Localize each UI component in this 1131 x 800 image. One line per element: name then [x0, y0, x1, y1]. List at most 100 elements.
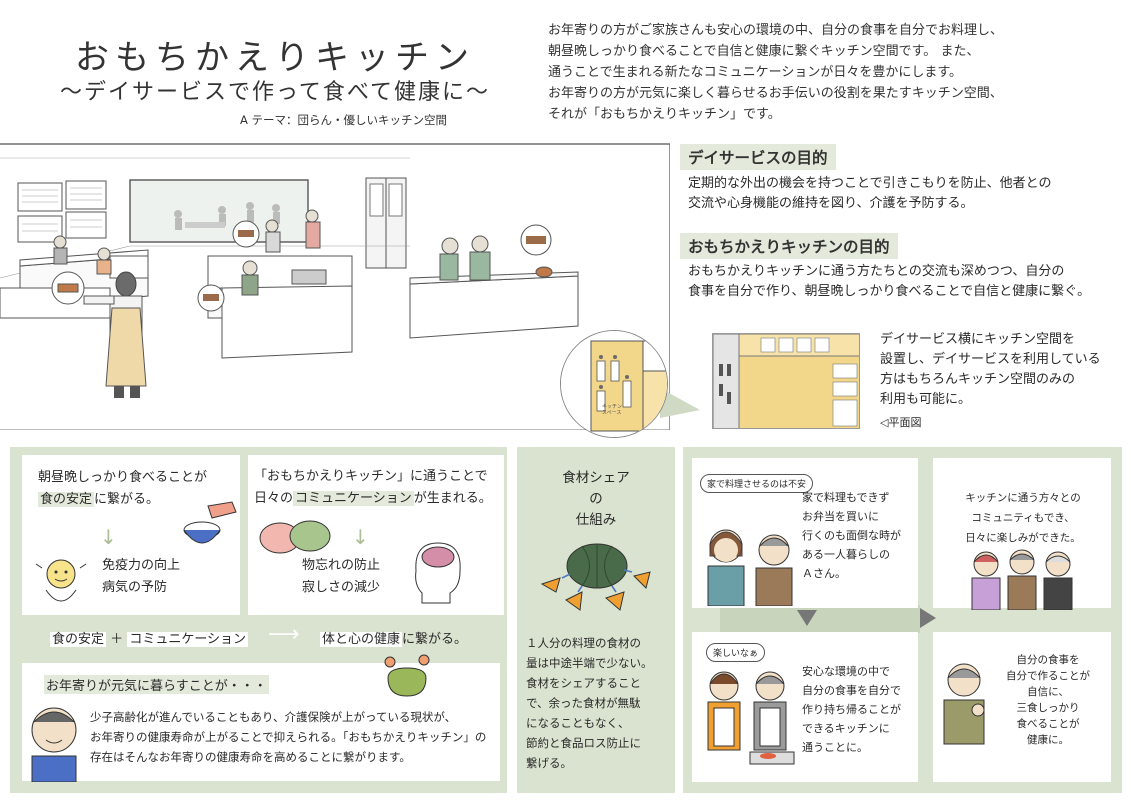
text-fragment: に繋がる。	[94, 492, 160, 507]
plan-room-label: キッチン スペース	[602, 404, 623, 416]
intro-paragraph: お年寄りの方がご家族さんも安心の環境の中、自分の食事を自分でお料理し、 朝昼晩し…	[548, 20, 1118, 125]
communication-effects-list: 物忘れの防止 寂しさの減少	[302, 555, 422, 599]
highlight: コミュニケーション	[293, 491, 414, 506]
text-line: で、余った食材が無駄	[526, 696, 641, 710]
food-share-title: 食材シェア の 仕組み	[517, 468, 675, 531]
page-subtitle: 〜デイサービスで作って食べて健康に〜	[59, 80, 491, 105]
story-step-2-text: 安心な環境の中で 自分の食事を自分で 作り持ち帰ることが できるキッチンに 通う…	[802, 662, 918, 757]
rice-and-fish-icon	[183, 501, 237, 544]
text-line: 利用も可能に。	[880, 392, 972, 407]
plan-zoom-circle	[560, 330, 668, 438]
text-line: できるキッチンに	[802, 722, 890, 735]
text-line: 仕組み	[575, 512, 617, 528]
brain-head-icon	[415, 542, 461, 604]
food-benefit-text: 朝昼晩しっかり食べることが 食の安定に繋がる。	[38, 467, 238, 511]
right-arrow-icon: ⟶	[268, 622, 300, 647]
story-step-3-text: キッチンに通う方々との コミュニティもでき、 日々に楽しみができた。	[940, 488, 1106, 548]
text-line: 日々のコミュニケーションが生まれる。	[254, 488, 504, 510]
intro-line: お年寄りの方が元気に楽しく暮らせるお手伝いの役割を果たすキッチン空間、	[548, 86, 1003, 101]
text-fragment: が生まれる。	[413, 491, 492, 506]
confident-elder-icon	[943, 663, 985, 745]
panel-gap	[507, 447, 517, 793]
text-line: 交流や心身機能の維持を図り、介護を予防する。	[688, 196, 974, 211]
text-line: 量は中途半端で少ない。	[526, 656, 653, 670]
text-line: 自信に、	[1027, 686, 1069, 698]
elder-benefit-heading: お年寄りが元気に暮らすことが・・・	[44, 675, 269, 694]
elder-benefit-text: 少子高齢化が進んでいることもあり、介護保険が上がっている現状が、 お年寄りの健康…	[90, 707, 500, 767]
dayservice-purpose-text: 定期的な外出の機会を持つことで引きこもりを防止、他者との 交流や心身機能の維持を…	[688, 174, 1128, 214]
intro-line: 朝昼晩しっかり食べることで自信と健康に繋ぐキッチン空間です。 また、	[548, 44, 980, 59]
text-line: ある一人暮らしの	[802, 548, 890, 561]
story-flow-band	[720, 605, 920, 633]
story-step-1-text: 家で料理もできず お弁当を買いに 行くのも面倒な時が ある一人暮らしの Ａさん。	[802, 488, 918, 583]
text-line: 方はもちろんキッチン空間のみの	[880, 372, 1076, 387]
text-line: 食べることが	[1016, 718, 1080, 730]
text-line: 日々に楽しみができた。	[965, 532, 1081, 544]
text-line: 健康に。	[1027, 734, 1069, 746]
floor-plan-drawing	[713, 334, 859, 428]
text-line: 通うことに。	[802, 741, 868, 754]
text-line: 定期的な外出の機会を持つことで引きこもりを防止、他者との	[688, 176, 1052, 191]
text-line: 行くのも面倒な時が	[802, 529, 901, 542]
text-line: 自分の食事を	[1016, 654, 1080, 666]
plan-caption: ◁平面図	[880, 416, 922, 429]
intro-line: 通うことで生まれる新たなコミュニケーションが日々を豊かにします。	[548, 65, 963, 80]
summary-health: 体と心の健康	[320, 632, 403, 647]
text-line: 設置し、デイサービスを利用している	[880, 352, 1101, 367]
text-line: 食の安定に繋がる。	[38, 489, 238, 511]
triangle-down-icon	[797, 610, 817, 626]
text-line: おもちかえりキッチンに通う方たちとの交流も深めつつ、自分の	[688, 264, 1065, 279]
text-line: 三食しっかり	[1016, 702, 1080, 714]
text-line: 自分で作ることが	[1006, 670, 1090, 682]
food-share-text: １人分の料理の食材の 量は中途半端で少ない。 食材をシェアすること で、余った食…	[526, 633, 672, 773]
text-line: コミュニティもでき、	[971, 512, 1075, 524]
three-elderly-friends-icon	[971, 549, 1073, 610]
communication-benefit-text: 「おもちかえりキッチン」に通うことで 日々のコミュニケーションが生まれる。	[254, 466, 504, 510]
kitchen-scene-illustration	[0, 143, 670, 430]
summary-communication: コミュニケーション	[127, 632, 249, 647]
elderly-man-icon	[31, 707, 77, 782]
text-line: 「おもちかえりキッチン」に通うことで	[254, 469, 488, 484]
text-line: 少子高齢化が進んでいることもあり、介護保険が上がっている現状が、	[90, 710, 457, 724]
list-item: 病気の予防	[102, 580, 168, 595]
plan-description: デイサービス横にキッチン空間を 設置し、デイサービスを利用している 方はもちろん…	[880, 330, 1125, 410]
dayservice-purpose-heading: デイサービスの目的	[680, 144, 836, 170]
summary-left: 食の安定 ＋ コミュニケーション	[50, 628, 249, 647]
plan-zoom-drawing	[561, 331, 667, 437]
text-line: になることもなく、	[526, 716, 630, 730]
text-line: １人分の料理の食材の	[526, 636, 641, 650]
down-arrow-icon: ↓	[100, 525, 117, 549]
text-line: 自分の食事を自分で	[802, 684, 901, 697]
kitchen-purpose-heading: おもちかえりキッチンの目的	[680, 233, 898, 259]
thought-bubble: 家で料理させるのは不安	[700, 474, 814, 493]
list-item: 物忘れの防止	[302, 558, 381, 573]
page-title: おもちかえりキッチン	[75, 38, 475, 78]
text-line: 節約と食品ロス防止に	[526, 736, 641, 750]
text-line: デイサービス横にキッチン空間を	[880, 332, 1076, 347]
speech-bubble: 楽しいなぁ	[706, 643, 766, 662]
text-line: 繋げる。	[526, 756, 572, 770]
text-line: 食事を自分で作り、朝昼晩しっかり食べることで自信と健康に繋ぐ。	[688, 284, 1091, 299]
down-arrow-icon: ↓	[352, 525, 369, 549]
text-line: 安心な環境の中で	[802, 665, 890, 678]
intro-line: お年寄りの方がご家族さんも安心の環境の中、自分の食事を自分でお料理し、	[548, 23, 1004, 38]
triangle-right-icon	[920, 608, 936, 628]
kitchen-purpose-text: おもちかえりキッチンに通う方たちとの交流も深めつつ、自分の 食事を自分で作り、朝…	[688, 262, 1128, 302]
text-line: キッチンに通う方々との	[965, 492, 1081, 504]
strong-person-icon	[35, 559, 87, 602]
plus-sign: ＋	[110, 632, 124, 647]
summary-right: 体と心の健康に繋がる。	[320, 628, 467, 647]
intro-line: それが「おもちかえりキッチン」です。	[548, 107, 781, 122]
text-line: 存在はそんなお年寄りの健康寿命を高めることに繋がります。	[90, 750, 411, 764]
coin-purse-icon	[384, 654, 430, 697]
panel-gap	[675, 447, 683, 793]
text-line: 食材をシェアすること	[526, 676, 641, 690]
pumpkin-share-icon	[540, 543, 651, 611]
highlight: 食の安定	[38, 492, 95, 507]
daughter-and-father-icon	[707, 529, 793, 606]
summary-food: 食の安定	[50, 632, 107, 647]
text-line: Ａさん。	[802, 567, 846, 580]
list-item: 寂しさの減少	[302, 580, 381, 595]
text-line: の	[589, 491, 603, 507]
cooking-together-icon	[707, 671, 795, 765]
